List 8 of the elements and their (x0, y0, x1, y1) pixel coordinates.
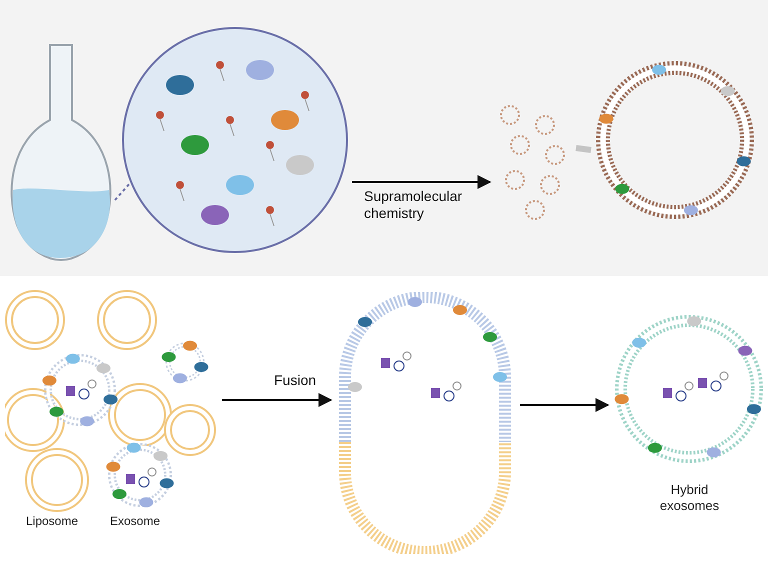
caption: Liposome (24, 514, 80, 528)
arrow (352, 175, 492, 189)
node-label: Hybrid exosomes (658, 482, 720, 514)
arrow (222, 393, 332, 407)
caption: Exosome (108, 514, 162, 528)
connector-line (576, 145, 592, 153)
zoom-line (114, 181, 132, 201)
arrow (520, 398, 610, 412)
